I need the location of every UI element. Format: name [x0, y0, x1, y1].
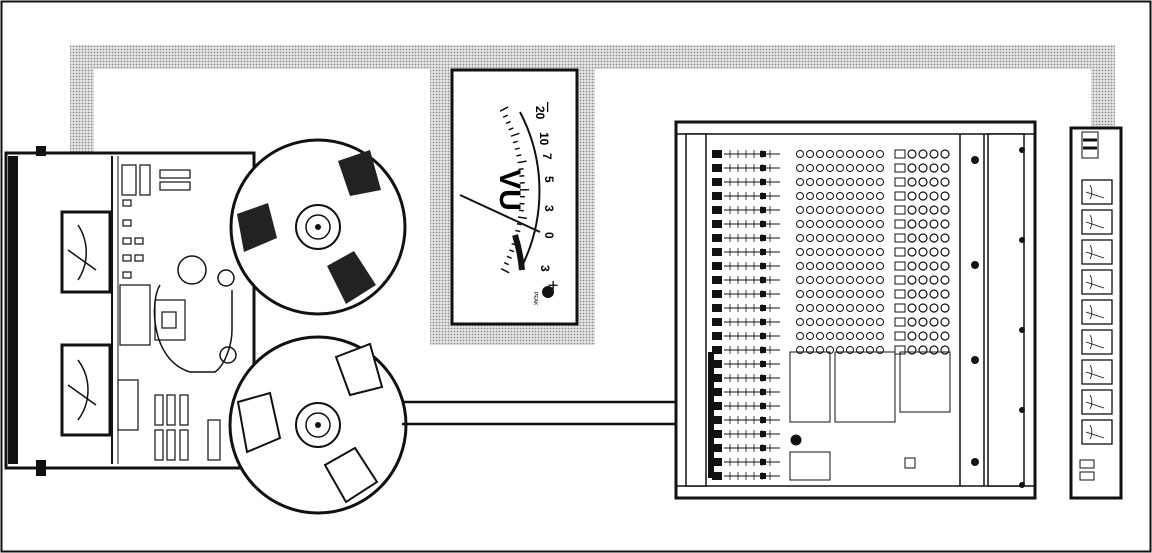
- tape-reel-bottom: [230, 337, 406, 513]
- vu-scale-plus3: 3: [538, 265, 552, 272]
- vu-meter: VU – + 20 10 7 5 3 0 3 PEAK: [430, 57, 595, 345]
- mixing-console: [676, 122, 1035, 498]
- channel-dark-rail: [708, 352, 714, 478]
- vu-scale-3: 3: [542, 205, 556, 212]
- bridge-meter: [1082, 180, 1112, 204]
- bridge-meter: [1082, 360, 1112, 384]
- bridge-meter: [1082, 300, 1112, 324]
- vu-scale-5: 5: [542, 176, 556, 183]
- bridge-meters: [1082, 180, 1112, 444]
- bridge-meter: [1082, 420, 1112, 444]
- tape-recorder: [6, 146, 254, 476]
- recorder-meter-bottom: [62, 345, 110, 435]
- bridge-meter: [1082, 390, 1112, 414]
- vu-tick: [516, 155, 521, 156]
- vu-scale-0: 0: [542, 232, 556, 239]
- vu-scale-7: 7: [540, 153, 554, 160]
- vu-scale-10: 10: [537, 132, 551, 146]
- bridge-meter: [1082, 270, 1112, 294]
- bridge-meter: [1082, 330, 1112, 354]
- tape-reel-top: [231, 140, 405, 314]
- peak-label: PEAK: [532, 292, 538, 306]
- bridge-meter: [1082, 240, 1112, 264]
- meter-bridge: [1071, 128, 1121, 498]
- vu-label: VU: [493, 169, 526, 211]
- vu-scale-20: 20: [533, 106, 547, 120]
- peak-led: [542, 286, 554, 298]
- bridge-meter: [1082, 210, 1112, 234]
- recorder-meter-top: [62, 212, 110, 292]
